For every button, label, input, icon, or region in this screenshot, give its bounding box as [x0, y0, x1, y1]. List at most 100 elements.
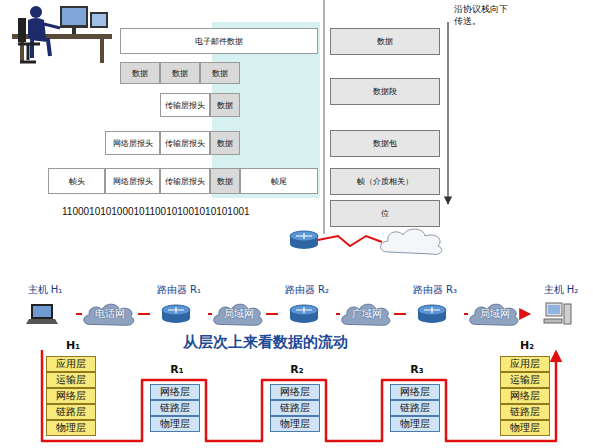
protocol-layer: 物理层: [150, 416, 200, 432]
pdu-box: 数据段: [330, 78, 440, 105]
laptop-base: [26, 319, 58, 324]
box-text: 局域网: [224, 307, 254, 321]
data-box: 数据: [210, 131, 240, 155]
bit-stream: 1100010101000101100101001010101001: [62, 205, 262, 218]
screen: [548, 305, 560, 314]
router-stack: R₃ 网络层链路层物理层: [390, 364, 444, 432]
box-text: 物理层: [400, 417, 430, 431]
router-arrows: [168, 307, 184, 313]
network-cloud: 电话网: [82, 301, 138, 327]
network-header-box: 网络层报头: [105, 131, 160, 155]
router-symbol: [406, 301, 458, 327]
box-text: 应用层: [56, 357, 86, 371]
protocol-layer: 物理层: [46, 420, 96, 436]
box-text: 帧头: [69, 176, 85, 187]
box-text: 数据段: [373, 86, 397, 97]
network-cloud: 广域网: [340, 301, 394, 327]
protocol-layer: 运输层: [46, 372, 96, 388]
box-text: 运输层: [510, 373, 540, 387]
data-box: 数据: [210, 168, 240, 194]
router-top: [290, 231, 318, 241]
down-arrow: [447, 22, 448, 204]
monitor: [60, 6, 88, 28]
network-link: [138, 313, 150, 315]
box-text: 数据: [217, 176, 233, 187]
pdu-box: 帧（介质相关）: [330, 168, 440, 195]
network-link: [76, 313, 82, 315]
workstation-figure: [12, 6, 112, 63]
network-cloud: 局域网: [468, 301, 522, 327]
protocol-layer: 物理层: [270, 416, 320, 432]
box-text: 运输层: [56, 373, 86, 387]
data-box: 数据: [210, 93, 240, 117]
box-text: 数据: [377, 36, 393, 47]
box-text: 链路层: [56, 405, 86, 419]
section-heading: 从层次上来看数据的流动: [160, 333, 370, 353]
router-top: [418, 305, 446, 315]
network-link: [208, 313, 212, 315]
stack-label: H₂: [500, 340, 554, 352]
person-head: [30, 6, 42, 18]
router-arrows: [424, 307, 440, 313]
protocol-layer: 链路层: [390, 400, 440, 416]
host-icon: 主机 H₂: [530, 283, 592, 327]
stack-label: R₃: [390, 364, 444, 376]
email-data-box: 电子邮件数据: [120, 28, 318, 54]
person-legs: [30, 38, 50, 58]
device-label: 路由器 R₂: [278, 283, 336, 296]
protocol-layer: 网络层: [150, 384, 200, 400]
box-text: 传输层报头: [165, 138, 205, 149]
pdu-box: 数据包: [330, 130, 440, 157]
pdu-box: 数据: [330, 28, 440, 55]
keyboard: [544, 319, 562, 323]
frame-trailer-box: 帧尾: [240, 168, 318, 194]
box-text: 局域网: [480, 307, 510, 321]
monitor-stand: [72, 28, 76, 34]
direction-note: 沿协议栈向下传送。: [454, 4, 512, 27]
network-link: [394, 313, 406, 315]
box-text: 网络层: [510, 389, 540, 403]
transport-header-box: 传输层报头: [160, 93, 210, 117]
device-label: 主机 H₂: [530, 283, 592, 296]
protocol-layer: 网络层: [46, 388, 96, 404]
cloud-symbol: [381, 229, 442, 254]
device-label: 路由器 R₁: [150, 283, 208, 296]
router-icon: 路由器 R₃: [406, 283, 464, 327]
router-symbol: [290, 231, 318, 249]
router-icon: 路由器 R₁: [150, 283, 208, 327]
box-text: 链路层: [160, 401, 190, 415]
device-label: 路由器 R₃: [406, 283, 464, 296]
cloud-outline: [84, 304, 134, 325]
data-box: 数据: [120, 62, 160, 84]
frame-header-box: 帧头: [48, 168, 105, 194]
protocol-layer: 网络层: [500, 388, 550, 404]
router-arrows: [296, 307, 312, 313]
network-link: [266, 313, 278, 315]
serial-link: [318, 236, 382, 246]
transport-header-box: 传输层报头: [160, 131, 210, 155]
stack-label: R₁: [150, 364, 204, 376]
network-cloud: 局域网: [212, 301, 266, 327]
network-link: [336, 313, 340, 315]
protocol-layer: 网络层: [390, 384, 440, 400]
chair-back: [18, 18, 26, 42]
box-text: 物理层: [280, 417, 310, 431]
data-box: 数据: [200, 62, 240, 84]
monitor: [546, 303, 562, 316]
network-header-box: 网络层报头: [105, 168, 160, 194]
protocol-layer: 物理层: [500, 420, 550, 436]
router-icon: 路由器 R₂: [278, 283, 336, 327]
screen: [62, 8, 86, 25]
device-label: 主机 H₁: [14, 283, 76, 296]
box-text: 数据: [132, 68, 148, 79]
router-stack: R₁ 网络层链路层物理层: [150, 364, 204, 432]
monitor: [90, 12, 108, 28]
box-text: 传输层报头: [165, 176, 205, 187]
screen: [33, 306, 51, 317]
box-text: 网络层: [56, 389, 86, 403]
protocol-layer: 链路层: [500, 404, 550, 420]
box-text: 网络层: [280, 385, 310, 399]
pdu-box: 位: [330, 200, 440, 227]
data-box: 数据: [160, 62, 200, 84]
